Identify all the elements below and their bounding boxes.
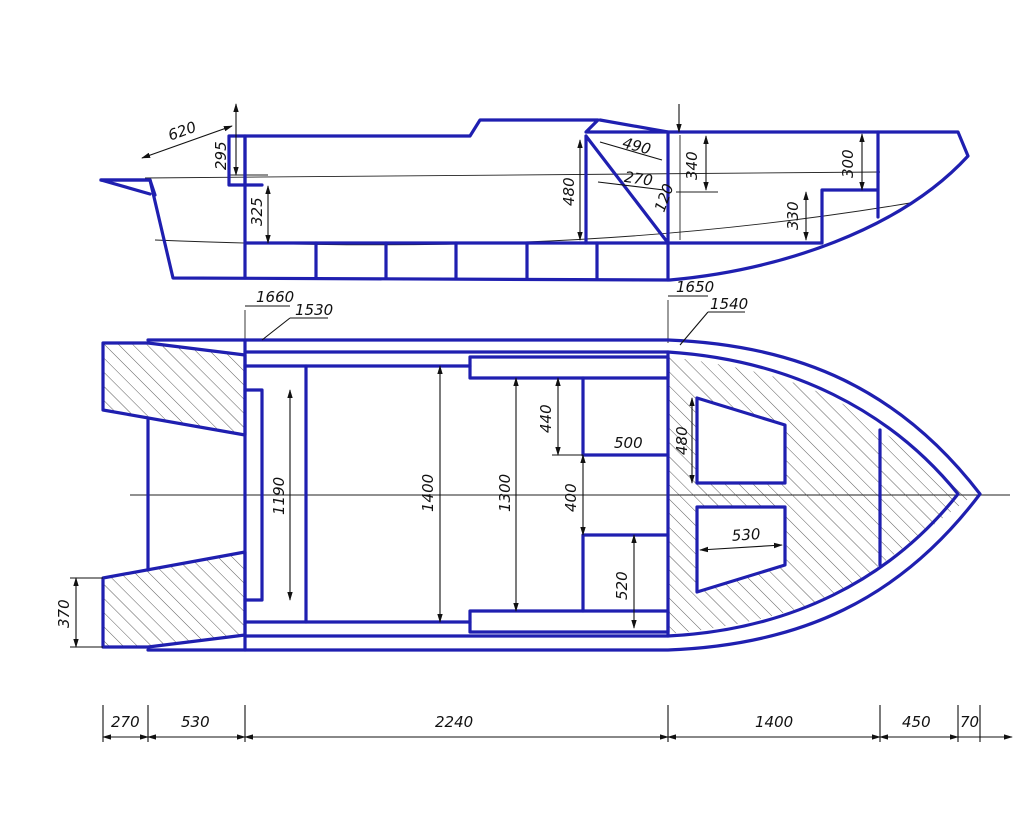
dim-2240-chain-label: 2240 bbox=[435, 713, 473, 731]
side-waterline bbox=[144, 171, 881, 179]
dim-270-line bbox=[597, 181, 665, 191]
dim-520-label: 520 bbox=[613, 571, 631, 600]
dim-400-label: 400 bbox=[562, 483, 580, 512]
dim-490-label: 490 bbox=[621, 134, 653, 159]
top-bow-hatch-upper bbox=[695, 396, 787, 485]
dim-300-label: 300 bbox=[839, 149, 857, 178]
dim-620-label: 620 bbox=[166, 118, 199, 145]
dim-270-label: 270 bbox=[623, 168, 654, 190]
dim-325-label: 325 bbox=[248, 197, 266, 226]
dim-450-chain-label: 450 bbox=[902, 713, 931, 731]
dim-1530-leader bbox=[261, 317, 291, 341]
dim-70-chain-label: 70 bbox=[960, 713, 979, 731]
top-bow-deck-hatch bbox=[668, 357, 975, 634]
side-view: 620 295 325 480 490 270 120 340 300 330 bbox=[99, 103, 970, 282]
top-inner-gunwale bbox=[243, 350, 960, 638]
top-side-bench-lower bbox=[468, 609, 670, 634]
dim-620-line bbox=[141, 125, 233, 159]
dim-1650-label: 1650 bbox=[676, 278, 714, 296]
dim-1660-label: 1660 bbox=[256, 288, 294, 306]
dim-1190-label: 1190 bbox=[270, 477, 288, 515]
side-bow-bulkhead bbox=[666, 130, 880, 245]
dim-490-line bbox=[599, 141, 663, 161]
top-rear-bench bbox=[243, 364, 308, 624]
side-windshield bbox=[584, 118, 670, 245]
dim-440-label: 440 bbox=[537, 404, 555, 433]
dim-370-label: 370 bbox=[55, 599, 73, 628]
top-cockpit-rim bbox=[304, 364, 472, 624]
dim-500-label: 500 bbox=[614, 434, 643, 452]
dim-480-top-label: 480 bbox=[673, 426, 691, 455]
side-stern-bracket bbox=[148, 178, 157, 197]
side-hull-outline bbox=[99, 118, 970, 282]
top-hull-outline bbox=[146, 338, 982, 652]
dim-120-label: 120 bbox=[651, 181, 678, 214]
dim-1540-label: 1540 bbox=[710, 295, 748, 313]
top-bow-hatch-lower bbox=[695, 505, 787, 594]
dim-530-top-line bbox=[699, 542, 783, 553]
top-view: 1660 1530 1650 1540 1190 1400 1300 440 4… bbox=[55, 278, 1010, 652]
dim-1540-leader bbox=[679, 311, 709, 346]
dim-1300-label: 1300 bbox=[496, 474, 514, 512]
dim-530-chain-label: 530 bbox=[181, 713, 210, 731]
dim-330-label: 330 bbox=[784, 201, 802, 230]
dim-340-label: 340 bbox=[683, 151, 701, 180]
top-sponson-lower bbox=[101, 550, 247, 649]
dim-1400-label: 1400 bbox=[419, 474, 437, 512]
dim-1400-chain-label: 1400 bbox=[755, 713, 793, 731]
dim-270-chain-label: 270 bbox=[111, 713, 140, 731]
side-frames bbox=[314, 241, 670, 282]
dim-530-top-label: 530 bbox=[731, 525, 761, 545]
dim-1530-label: 1530 bbox=[295, 301, 333, 319]
dim-480-label: 480 bbox=[560, 177, 578, 206]
dim-295-label: 295 bbox=[212, 141, 230, 170]
bottom-dimension-chain: 270 530 2240 1400 450 70 bbox=[102, 705, 1013, 742]
top-left-sponson-top-hatch bbox=[103, 343, 245, 435]
side-stern-tip bbox=[99, 178, 152, 196]
top-side-bench-upper bbox=[468, 355, 670, 380]
top-left-sponson-bottom-hatch bbox=[103, 552, 245, 647]
